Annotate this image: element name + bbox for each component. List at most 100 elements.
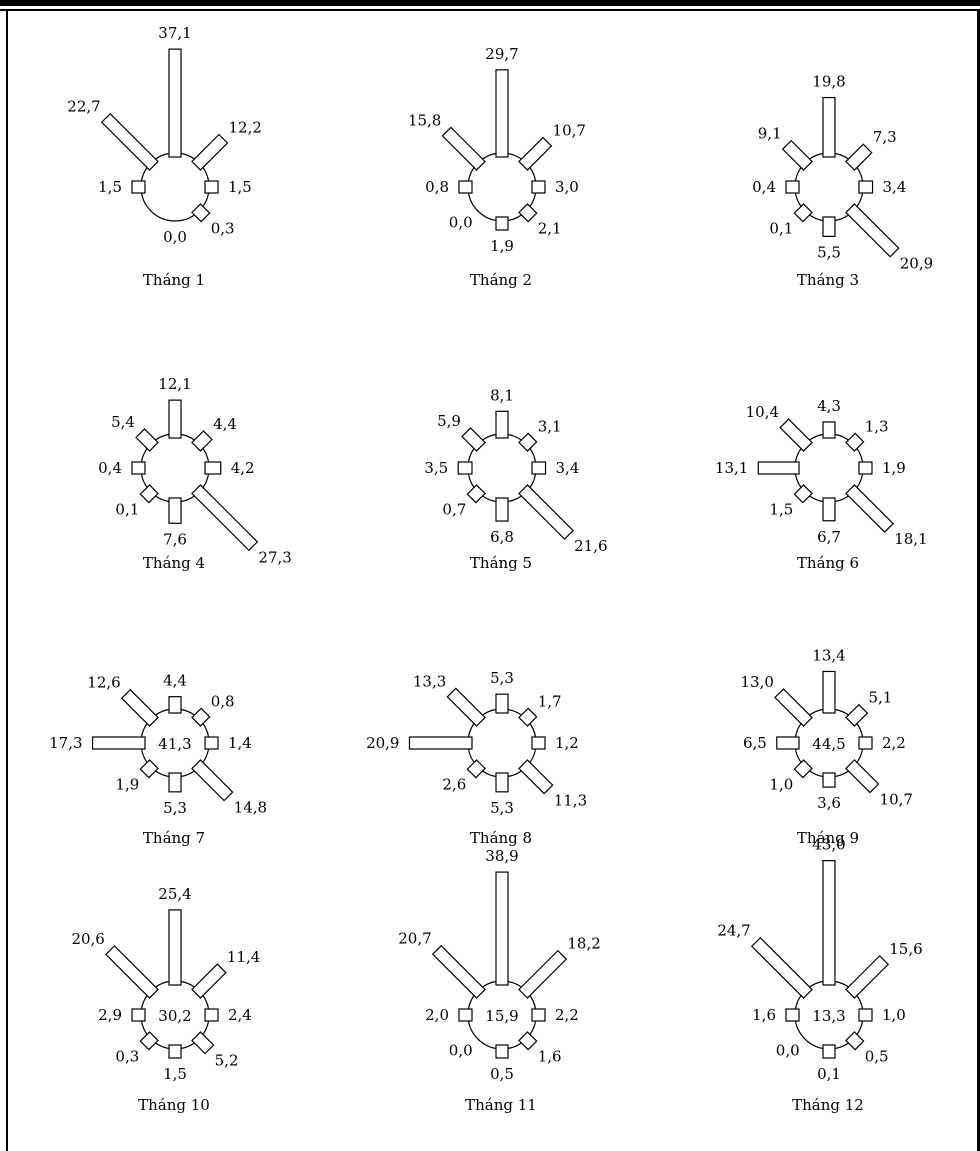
month-title: Tháng 7 — [143, 829, 205, 847]
wind-value-n: 8,1 — [490, 386, 514, 404]
wind-value-s: 1,5 — [163, 1065, 187, 1083]
wind-value-w: 20,9 — [366, 734, 399, 752]
wind-value-ne: 1,7 — [538, 692, 562, 710]
calm-value: 13,3 — [812, 1007, 845, 1025]
wind-bar-e — [858, 180, 874, 194]
wind-value-sw: 0,1 — [115, 501, 139, 519]
wind-value-se: 0,3 — [211, 220, 235, 238]
wind-bar-e — [204, 461, 222, 475]
wind-value-w: 6,5 — [743, 734, 767, 752]
wind-bar-sw — [793, 759, 813, 779]
calm-value: 44,5 — [812, 735, 845, 753]
month-title: Tháng 5 — [470, 554, 532, 572]
wind-bar-se — [845, 759, 880, 794]
wind-value-ne: 0,8 — [211, 692, 235, 710]
wind-value-s: 5,5 — [817, 243, 841, 261]
wind-bar-n — [822, 670, 836, 714]
wind-bar-ne — [191, 133, 229, 171]
wind-value-w: 2,9 — [98, 1006, 122, 1024]
wind-value-w: 0,4 — [752, 178, 776, 196]
wind-bar-w — [776, 736, 800, 750]
wind-bar-e — [204, 736, 219, 750]
wind-value-ne: 15,6 — [889, 940, 922, 958]
wind-bar-w — [785, 180, 800, 194]
wind-value-se: 11,3 — [554, 792, 587, 810]
wind-value-w: 1,6 — [752, 1006, 776, 1024]
wind-value-se: 18,1 — [894, 530, 927, 548]
wind-value-nw: 13,0 — [740, 673, 773, 691]
frame-top-border — [0, 0, 980, 6]
wind-bar-n — [495, 871, 509, 986]
month-title: Tháng 6 — [797, 554, 859, 572]
wind-bar-n — [168, 399, 182, 439]
wind-value-ne: 11,4 — [227, 948, 260, 966]
wind-value-n: 5,3 — [490, 669, 514, 687]
wind-bar-e — [858, 736, 873, 750]
wind-bar-n — [168, 696, 182, 714]
wind-bar-ne — [845, 954, 890, 999]
wind-bar-nw — [446, 687, 486, 727]
wind-bar-ne — [845, 703, 869, 727]
wind-value-sw: 1,5 — [769, 501, 793, 519]
wind-value-nw: 5,9 — [437, 412, 461, 430]
wind-bar-e — [531, 461, 547, 475]
wind-value-w: 3,5 — [424, 459, 448, 477]
wind-value-se: 14,8 — [234, 799, 267, 817]
wind-bar-ne — [845, 432, 865, 452]
wind-bar-w — [131, 180, 146, 194]
wind-bar-nw — [105, 945, 159, 999]
wind-value-se: 1,6 — [538, 1048, 562, 1066]
wind-value-s: 1,9 — [490, 237, 514, 255]
wind-bar-nw — [779, 418, 813, 452]
wind-bar-ne — [518, 707, 538, 727]
wind-bar-nw — [431, 944, 486, 999]
wind-bar-nw — [100, 112, 159, 171]
wind-bar-nw — [120, 688, 159, 727]
wind-bar-nw — [461, 427, 486, 452]
wind-value-e: 3,4 — [556, 459, 580, 477]
wind-value-se: 27,3 — [258, 548, 291, 566]
wind-bar-w — [785, 1008, 800, 1022]
wind-value-sw: 0,7 — [442, 501, 466, 519]
wind-bar-sw — [793, 484, 813, 504]
wind-bar-se — [518, 759, 554, 795]
wind-value-se: 2,1 — [538, 220, 562, 238]
wind-value-n: 4,4 — [163, 672, 187, 690]
wind-bar-s — [168, 497, 182, 524]
wind-value-s: 6,8 — [490, 528, 514, 546]
wind-bar-sw — [466, 759, 486, 779]
wind-bar-nw — [135, 428, 159, 452]
wind-value-nw: 22,7 — [67, 98, 100, 116]
wind-value-n: 29,7 — [485, 45, 518, 63]
wind-value-w: 1,5 — [98, 178, 122, 196]
frame-top-inner-border — [0, 9, 980, 11]
wind-value-sw: 0,0 — [449, 213, 473, 231]
wind-value-e: 3,0 — [555, 178, 579, 196]
wind-value-nw: 20,7 — [398, 930, 431, 948]
wind-value-se: 5,2 — [215, 1052, 239, 1070]
wind-value-w: 2,0 — [425, 1006, 449, 1024]
wind-value-s: 5,3 — [163, 799, 187, 817]
wind-bar-nw — [781, 139, 813, 171]
month-title: Tháng 12 — [792, 1096, 864, 1114]
wind-value-e: 4,2 — [231, 459, 255, 477]
wind-bar-ne — [191, 707, 211, 727]
wind-value-e: 2,2 — [555, 1006, 579, 1024]
calm-value: 15,9 — [485, 1007, 518, 1025]
wind-value-nw: 24,7 — [717, 922, 750, 940]
wind-bar-ne — [191, 963, 227, 999]
wind-value-e: 1,0 — [882, 1006, 906, 1024]
wind-bar-s — [168, 1044, 182, 1059]
wind-value-e: 2,4 — [228, 1006, 252, 1024]
wind-bar-w — [757, 461, 800, 475]
wind-value-ne: 5,1 — [868, 689, 892, 707]
wind-bar-s — [495, 1044, 509, 1059]
wind-value-n: 38,9 — [485, 847, 518, 865]
wind-value-e: 1,2 — [555, 734, 579, 752]
wind-value-n: 43,0 — [812, 836, 845, 854]
